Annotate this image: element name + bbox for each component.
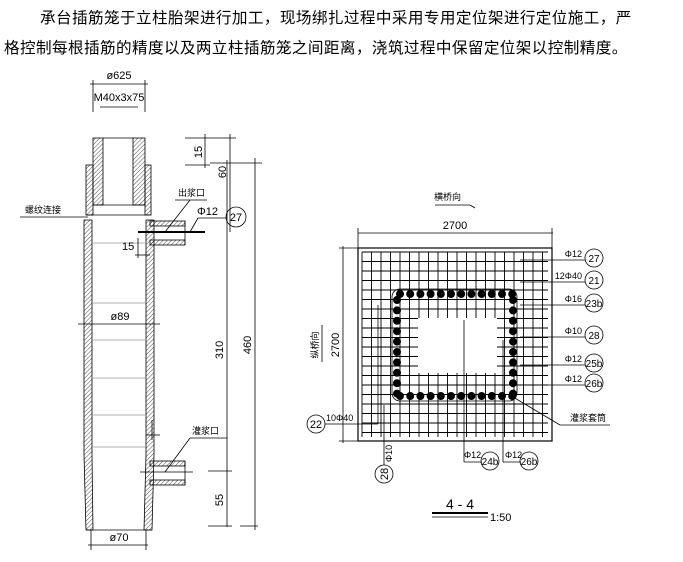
- height-dim: 2700: [330, 333, 342, 357]
- callout-tag: 23b: [586, 299, 603, 310]
- dim-15-side: 15: [122, 241, 134, 253]
- bottom-callout-spec-3: Φ12: [505, 450, 522, 460]
- main-rebar: [508, 295, 517, 304]
- main-rebar: [508, 358, 517, 367]
- main-rebar: [508, 368, 517, 377]
- callout-tag-circle: [584, 248, 604, 268]
- main-rebar: [497, 391, 506, 400]
- main-rebar: [467, 289, 476, 298]
- callout-tag-circle: [584, 270, 604, 290]
- bottom-diameter-label: ø70: [110, 532, 129, 544]
- grout-sleeve-drawing: ø625 M40x3x75 螺纹连接 出浆口 Φ12 27 15: [20, 70, 262, 550]
- callout-tag: 21: [588, 276, 600, 287]
- main-rebar: [508, 327, 517, 336]
- callout-spec: Φ12: [565, 249, 582, 259]
- top-diameter-label: ø625: [106, 70, 131, 82]
- main-rebar: [436, 391, 445, 400]
- main-rebar: [497, 289, 506, 298]
- main-rebar: [457, 391, 466, 400]
- dim-55: 55: [214, 494, 226, 506]
- main-rebar: [406, 289, 415, 298]
- main-rebar: [392, 327, 401, 336]
- main-rebar: [416, 289, 425, 298]
- body-diameter-label: ø89: [111, 311, 130, 323]
- main-rebar: [392, 337, 401, 346]
- callout-tag-circle: [584, 373, 604, 393]
- dim-460: 460: [242, 336, 254, 354]
- longitudinal-direction-label: 纵桥向: [309, 331, 321, 358]
- main-rebar: [392, 316, 401, 325]
- callout-spec: Φ12: [565, 354, 582, 364]
- main-rebar: [392, 295, 401, 304]
- main-rebar: [477, 289, 486, 298]
- main-rebar: [392, 379, 401, 388]
- bar-tag: 27: [230, 212, 242, 224]
- main-rebar: [436, 289, 445, 298]
- bar-tag-circle: [225, 206, 247, 228]
- section-title: 4 - 4: [446, 496, 474, 512]
- bar-spec-label: Φ12: [197, 206, 218, 218]
- bottom-callout-spec-2: Φ12: [464, 450, 481, 460]
- callout-tag: 25b: [586, 359, 603, 370]
- main-rebar: [487, 289, 496, 298]
- main-rebar: [416, 391, 425, 400]
- callout-spec: Φ10: [565, 326, 582, 336]
- callout-spec: Φ12: [565, 374, 582, 384]
- callout-tag-circle: [584, 353, 604, 373]
- callout-tag-circle: [584, 325, 604, 345]
- left-callout-tag: 22: [310, 419, 322, 431]
- callout-tag: 26b: [586, 379, 603, 390]
- paragraph-line-1: 承台插筋笼于立柱胎架进行加工，现场绑扎过程中采用专用定位架进行定位施工，严: [40, 9, 632, 27]
- main-rebar: [508, 347, 517, 356]
- callout-spec: Φ16: [565, 294, 582, 304]
- main-rebar: [392, 347, 401, 356]
- section-scale: 1:50: [490, 512, 511, 524]
- main-rebars: [392, 289, 517, 400]
- bellows-ribs: [92, 242, 146, 448]
- bottom-callout-tag-2: 24b: [482, 457, 499, 468]
- main-rebar: [457, 289, 466, 298]
- callout-tag: 28: [588, 331, 600, 342]
- main-rebar: [508, 379, 517, 388]
- callout-spec: 12Φ40: [555, 271, 582, 281]
- main-rebar: [508, 316, 517, 325]
- main-rebar: [508, 306, 517, 315]
- thread-connection-label: 螺纹连接: [25, 204, 61, 216]
- bottom-callout-tag-1: 28: [379, 468, 391, 480]
- callout-tag-circle: [584, 293, 604, 313]
- main-rebar: [392, 306, 401, 315]
- main-rebar: [426, 391, 435, 400]
- sleeve-label: 灌浆套筒: [570, 412, 606, 424]
- paragraph-line-2: 格控制每根插筋的精度以及两立柱插筋笼之间距离，浇筑过程中保留定位架以控制精度。: [4, 39, 628, 57]
- thread-spec-label: M40x3x75: [94, 92, 145, 104]
- bottom-callout-spec-1: Φ10: [384, 445, 394, 462]
- transverse-direction-label: 横桥向: [434, 191, 461, 203]
- grout-inlet-label: 灌浆口: [192, 425, 219, 437]
- main-rebar: [487, 391, 496, 400]
- bottom-callout-tag-3: 26b: [521, 457, 538, 468]
- main-rebar: [446, 289, 455, 298]
- dim-310: 310: [214, 341, 226, 359]
- callout-tag: 27: [588, 254, 600, 265]
- dim-15-top: 15: [193, 146, 205, 158]
- main-rebar: [467, 391, 476, 400]
- main-rebar: [508, 337, 517, 346]
- stirrup: [391, 288, 518, 402]
- main-rebar: [392, 389, 401, 398]
- main-rebar: [392, 358, 401, 367]
- main-rebar: [446, 391, 455, 400]
- main-rebar: [477, 391, 486, 400]
- dim-60: 60: [217, 166, 229, 178]
- main-rebar: [508, 389, 517, 398]
- width-dim: 2700: [443, 220, 467, 232]
- outlet-label: 出浆口: [178, 187, 205, 199]
- main-rebar: [392, 368, 401, 377]
- main-rebar: [406, 391, 415, 400]
- left-callout-spec: 10Φ40: [326, 413, 353, 423]
- main-rebar: [426, 289, 435, 298]
